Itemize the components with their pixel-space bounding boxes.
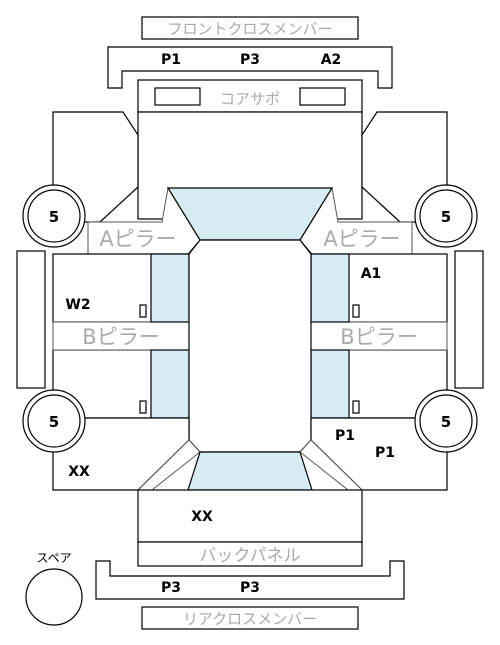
rear-p3a-code: P3 — [161, 580, 181, 596]
wheel-rear-left[interactable]: 5 — [22, 389, 86, 453]
wheel-rear-right[interactable]: 5 — [414, 389, 478, 453]
front-a2-code: A2 — [321, 52, 342, 68]
left-w2-code: W2 — [65, 297, 90, 313]
back-panel[interactable] — [137, 541, 363, 567]
right-front-window[interactable] — [310, 253, 350, 323]
wheel-front-right-rating: 5 — [441, 208, 451, 226]
left-b-pillar-label: Bピラー — [82, 325, 159, 349]
right-rear-door-handle[interactable] — [352, 400, 360, 414]
right-rear-window[interactable] — [310, 349, 350, 419]
wheel-front-left-rating: 5 — [49, 208, 59, 226]
right-headlight[interactable] — [299, 87, 346, 106]
wheel-front-right[interactable]: 5 — [414, 184, 478, 248]
left-rear-window[interactable] — [150, 349, 190, 419]
left-a-pillar-label: Aピラー — [99, 227, 176, 251]
wheel-front-left[interactable]: 5 — [22, 184, 86, 248]
rear-p3b-code: P3 — [240, 580, 260, 596]
trunk-lid[interactable] — [137, 489, 363, 543]
core-support-label: コアサポ — [220, 90, 280, 108]
back-panel-label: バックパネル — [199, 546, 300, 566]
left-rear-xx-code: XX — [68, 464, 90, 480]
left-side-step[interactable] — [16, 250, 46, 389]
roof-panel[interactable] — [188, 239, 312, 453]
front-cross-member-bracket[interactable] — [107, 46, 393, 89]
left-headlight[interactable] — [154, 87, 201, 106]
rear-window[interactable] — [187, 451, 313, 491]
right-a-pillar-label: Aピラー — [323, 227, 400, 251]
right-b-pillar-label: Bピラー — [340, 325, 417, 349]
spare-label: スペア — [36, 551, 71, 565]
wheel-rear-left-rating: 5 — [49, 413, 59, 431]
right-rear-p1a-code: P1 — [335, 428, 355, 444]
left-front-window[interactable] — [150, 253, 190, 323]
front-cross-member-label: フロントクロスメンバー — [167, 20, 332, 38]
left-rear-door-handle[interactable] — [139, 400, 147, 414]
spare-tire[interactable] — [25, 568, 83, 626]
front-p1-code: P1 — [161, 52, 181, 68]
right-front-door-handle[interactable] — [352, 304, 360, 318]
right-rear-p1b-code: P1 — [375, 445, 395, 461]
rear-cross-member-label: リアクロスメンバー — [183, 610, 317, 628]
right-side-step[interactable] — [454, 250, 484, 389]
left-front-door-handle[interactable] — [139, 304, 147, 318]
wheel-rear-right-rating: 5 — [441, 413, 451, 431]
right-a1-code: A1 — [361, 266, 382, 282]
rear-cross-member-bracket[interactable] — [95, 560, 405, 600]
rear-cross-member-box[interactable] — [141, 606, 359, 630]
trunk-xx-code: XX — [191, 509, 213, 525]
front-p3-code: P3 — [240, 52, 260, 68]
front-cross-member-box[interactable] — [141, 16, 359, 40]
